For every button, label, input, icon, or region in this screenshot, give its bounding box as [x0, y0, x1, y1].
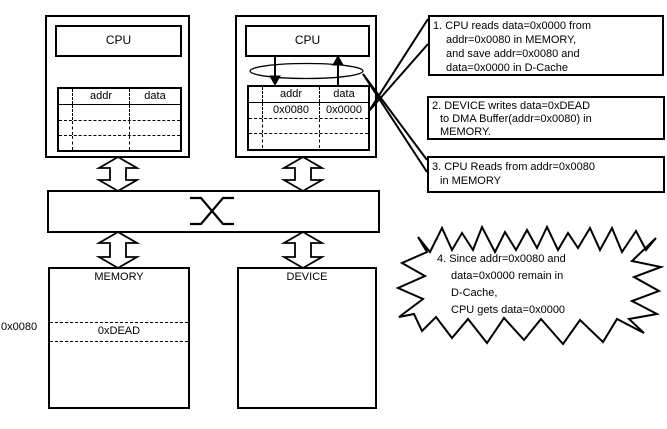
cpu2-cache-addr-header: addr: [262, 87, 319, 102]
cpu2-cache-row2: [249, 118, 368, 133]
cpu1-cache-header-row: addr data: [59, 89, 180, 105]
cache-write-arrow-icon: [269, 56, 281, 87]
system-bus-block: [47, 190, 380, 233]
note1-line4: data=0x0000 in D-Cache: [446, 62, 568, 74]
note4-line2: data=0x0000 remain in: [451, 270, 564, 282]
note1-line1: 1. CPU reads data=0x0000 from: [433, 20, 592, 32]
cpu2-block: CPU: [235, 15, 377, 158]
cpu1-cache-flag-column: [59, 89, 72, 104]
cpu1-cache-row3: [59, 135, 180, 150]
cpu1-cache-addr-header: addr: [72, 89, 129, 104]
note2-line1: 2. DEVICE writes data=0xDEAD: [432, 100, 591, 112]
cpu2-cache-row1: 0x0080 0x0000: [249, 103, 368, 118]
cpu2-label-box: CPU: [245, 25, 370, 57]
bus-device-double-arrow-icon: [280, 230, 326, 270]
dma-buffer-value: 0xDEAD: [97, 325, 141, 337]
note4-line3: D-Cache,: [451, 287, 498, 299]
cpu1-cache-data-header: data: [129, 89, 180, 104]
note1-line2: addr=0x0080 in MEMORY,: [446, 34, 577, 46]
cpu2-title: CPU: [294, 33, 321, 47]
cpu1-dcache-table: addr data: [57, 87, 182, 152]
note4-line1: 4. Since addr=0x0080 and: [437, 253, 566, 265]
cache-access-ellipse: [249, 62, 364, 80]
cache-read-arrow-icon: [332, 54, 344, 85]
cpu2-cache-data-header: data: [319, 87, 368, 102]
cpu2-dcache-table: addr data 0x0080 0x0000: [247, 85, 370, 151]
cpu1-cache-row2: [59, 120, 180, 135]
dma-buffer-row: 0xDEAD: [50, 322, 188, 342]
note1-box: 1. CPU reads data=0x0000 from addr=0x008…: [428, 15, 664, 76]
note4-starburst-shape: [395, 224, 665, 346]
note3-line2: in MEMORY: [440, 175, 501, 187]
device-title: DEVICE: [286, 271, 328, 283]
cpu1-label-box: CPU: [55, 25, 182, 57]
note2-line3: MEMORY.: [440, 126, 491, 138]
bus-crossbar-x-icon: [190, 196, 234, 226]
cpu1-title: CPU: [105, 33, 132, 47]
cpu2-cache-flag-column: [249, 87, 262, 102]
cpu2-cache-row3: [249, 133, 368, 148]
cpu2-cache-row1-data: 0x0000: [319, 103, 368, 118]
bus-memory-double-arrow-icon: [95, 230, 141, 270]
cpu2-cache-header-row: addr data: [249, 87, 368, 103]
note3-box: 3. CPU Reads from addr=0x0080 in MEMORY: [427, 156, 665, 193]
device-block: DEVICE: [237, 267, 377, 409]
note4-line4: CPU gets data=0x0000: [451, 304, 566, 316]
note3-callout-tail: [362, 73, 428, 173]
note2-box: 2. DEVICE writes data=0xDEAD to DMA Buff…: [427, 96, 665, 140]
note1-line3: and save addr=0x0080 and: [446, 48, 580, 60]
memory-title: MEMORY: [94, 271, 144, 283]
memory-address-label: 0x0080: [1, 321, 38, 333]
note4-starburst-text: 4. Since addr=0x0080 and data=0x0000 rem…: [437, 251, 652, 319]
cpu1-bus-double-arrow-icon: [95, 155, 141, 193]
cpu2-bus-double-arrow-icon: [280, 155, 326, 193]
cpu1-cache-row1: [59, 105, 180, 120]
cpu1-block: CPU: [45, 15, 190, 158]
cpu2-cache-row1-addr: 0x0080: [262, 103, 319, 118]
note2-line2: to DMA Buffer(addr=0x0080) in: [440, 113, 592, 125]
note3-line1: 3. CPU Reads from addr=0x0080: [432, 161, 595, 173]
memory-block: MEMORY 0xDEAD: [48, 267, 190, 409]
